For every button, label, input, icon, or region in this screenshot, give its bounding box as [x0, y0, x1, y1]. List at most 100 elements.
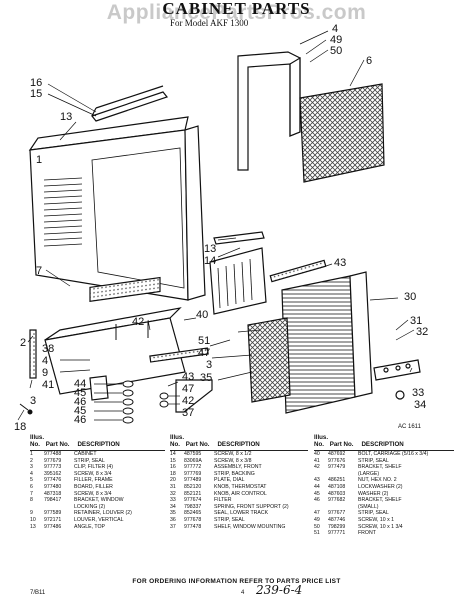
cell-desc: RETAINER, LOUVER (2): [74, 510, 132, 517]
callout-5: 4: [332, 23, 338, 35]
cell-no: 47: [314, 510, 320, 517]
callout-44: 45: [74, 387, 86, 399]
callout-9: 9: [42, 367, 48, 379]
cell-desc: CLIP, FILTER (4): [74, 464, 114, 471]
footer-code: 7/B11: [30, 590, 46, 596]
knob-part: [395, 390, 405, 400]
shelf-bracket-part: [89, 375, 213, 413]
parts-column-3: Illus. No. Part No. DESCRIPTION 40 487692…: [314, 434, 454, 537]
callout-36: 37: [182, 407, 194, 419]
cell-part: 852121: [184, 490, 202, 497]
callout-50: 50: [330, 45, 342, 57]
callout-3: 3: [206, 359, 212, 371]
cell-no: 45: [314, 490, 320, 497]
callout-18: 18: [14, 421, 26, 433]
table-row: (SMALL): [314, 504, 454, 511]
callout-13: 13: [60, 111, 72, 123]
cell-desc: BRACKET, WINDOW: [74, 497, 124, 504]
seal-strip-shelf: [149, 347, 209, 363]
ordering-note: FOR ORDERING INFORMATION REFER TO PARTS …: [132, 578, 341, 585]
parts-header: Illus. No. Part No. DESCRIPTION: [314, 434, 454, 451]
cell-no: 41: [314, 457, 320, 464]
callout-13b: 13: [204, 243, 216, 255]
seal-strip-left: [29, 329, 37, 379]
cell-no: 3: [30, 464, 33, 471]
cell-no: 40: [314, 451, 320, 457]
cell-desc: (LARGE): [358, 470, 380, 477]
cell-no: 31: [170, 483, 176, 490]
cell-no: 34: [170, 503, 176, 510]
callout-7: 7: [36, 265, 42, 277]
cell-part: 977678: [184, 516, 202, 523]
cell-part: 487108: [328, 483, 346, 490]
cell-desc: BRACKET, SHELF: [358, 464, 402, 471]
cell-no: 46: [314, 497, 320, 504]
cell-desc: BOARD, FILLER: [74, 483, 113, 490]
cell-part: 486251: [328, 477, 346, 484]
cell-no: 49: [314, 516, 320, 523]
cell-part: 977674: [184, 497, 202, 504]
callout-41: 43: [334, 257, 346, 269]
callout-33: 33: [412, 387, 424, 399]
callout-31: 31: [410, 315, 422, 327]
cell-desc: SCREW, 8 x 3/8: [214, 457, 252, 464]
callout-42: 43: [182, 371, 194, 383]
callout-15: 15: [30, 88, 42, 100]
callout-1: 1: [36, 154, 42, 166]
cell-desc: FRONT: [358, 530, 376, 537]
cell-part: 977773: [44, 464, 62, 471]
cell-desc: STRIP, SEAL: [358, 510, 389, 517]
cell-part: 977478: [184, 523, 202, 530]
callout-30: 30: [404, 291, 416, 303]
page-title: CABINET PARTS: [162, 0, 311, 18]
cell-desc: LOCKING (2): [74, 503, 106, 510]
cell-part: 977769: [184, 470, 202, 477]
cell-desc: WASHER (2): [358, 490, 389, 497]
callout-43: 44: [74, 378, 86, 390]
cell-no: 7: [30, 490, 33, 497]
cell-no: 16: [170, 464, 176, 471]
seal-strip-top: [269, 259, 327, 283]
cell-part: 977476: [44, 477, 62, 484]
cell-no: 8: [30, 497, 33, 504]
callout-38: 40: [196, 309, 208, 321]
cell-no: 4: [30, 470, 33, 477]
cell-desc: STRIP, SEAL: [74, 457, 105, 464]
cell-part: 852465: [184, 510, 202, 517]
cell-no: 5: [30, 477, 33, 484]
callout-45: 46: [74, 396, 86, 408]
cell-no: 15: [170, 457, 176, 464]
cell-desc: KNOB, AIR CONTROL: [214, 490, 267, 497]
cell-desc: BRACKET, SHELF: [358, 497, 402, 504]
cell-desc: SHELF, WINDOW MOUNTING: [214, 523, 286, 530]
cell-desc: (SMALL): [358, 503, 379, 510]
cell-part: 977677: [328, 510, 346, 517]
cell-desc: LOUVER, VERTICAL: [74, 516, 124, 523]
cell-desc: STRIP, SEAL: [358, 457, 389, 464]
cell-no: 51: [314, 530, 320, 537]
cell-part: 487692: [328, 451, 346, 457]
cell-no: 32: [170, 490, 176, 497]
diagram-ref-code: AC 1611: [398, 424, 422, 430]
front-assembly-part: [281, 271, 373, 414]
cell-no: 33: [170, 497, 176, 504]
cell-part: 395162: [44, 470, 62, 477]
cell-desc: CABINET: [74, 451, 97, 457]
cell-part: 977772: [184, 464, 202, 471]
